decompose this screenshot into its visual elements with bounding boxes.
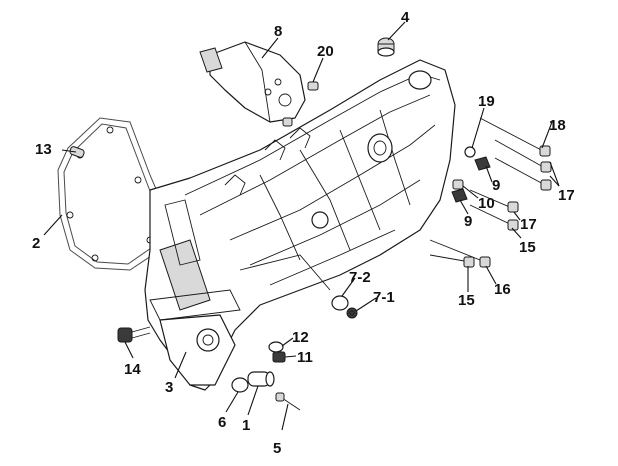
- bushing: [377, 37, 395, 57]
- callout-11: 11: [297, 349, 313, 366]
- starter-bolt: [307, 81, 319, 91]
- callout-2: 2: [32, 235, 40, 252]
- callout-17-lower: 17: [520, 216, 537, 233]
- fitting-9-lower: [451, 188, 468, 203]
- callout-1: 1: [242, 417, 250, 434]
- crankcase-body: [144, 59, 456, 391]
- callout-14: 14: [124, 361, 141, 378]
- bolt-11: [272, 351, 286, 363]
- callout-10: 10: [478, 195, 495, 212]
- sleeve-1: [247, 371, 275, 387]
- case-bolts: [429, 117, 552, 268]
- bolt-7-1: [346, 307, 358, 319]
- callout-16: 16: [494, 281, 511, 298]
- callout-17-upper: 17: [558, 187, 575, 204]
- callout-18: 18: [549, 117, 566, 134]
- ring-6: [231, 377, 249, 393]
- callout-labels: 4 8 20 19 18 9 17 10 9 17 15 16 15 7-2 7…: [32, 9, 575, 457]
- leader-lines: [43, 21, 560, 431]
- callout-6: 6: [218, 414, 226, 431]
- callout-15-lower: 15: [458, 292, 475, 309]
- callout-3: 3: [165, 379, 173, 396]
- crankcase-gasket: [57, 117, 166, 271]
- callout-9-upper: 9: [492, 177, 500, 194]
- callout-7-2: 7-2: [349, 269, 371, 286]
- callout-5: 5: [273, 440, 281, 457]
- callout-15-upper: 15: [519, 239, 536, 256]
- fitting-19: [464, 146, 476, 158]
- callout-7-1: 7-1: [373, 289, 395, 306]
- fitting-9-upper: [474, 156, 491, 171]
- callout-12: 12: [292, 329, 309, 346]
- callout-9-lower: 9: [464, 213, 472, 230]
- starter-bolt-lower: [282, 117, 293, 127]
- pin-5: [275, 392, 301, 411]
- callout-13: 13: [35, 141, 52, 158]
- starter-motor: [199, 41, 306, 123]
- callout-4: 4: [401, 9, 410, 26]
- plug-7-2: [331, 295, 349, 311]
- callout-19: 19: [478, 93, 495, 110]
- callout-20: 20: [317, 43, 334, 60]
- drain-plug: [117, 326, 151, 343]
- washer-12: [268, 341, 284, 353]
- dowel-pin: [69, 146, 85, 158]
- callout-8: 8: [274, 23, 282, 40]
- fitting-10: [452, 179, 464, 190]
